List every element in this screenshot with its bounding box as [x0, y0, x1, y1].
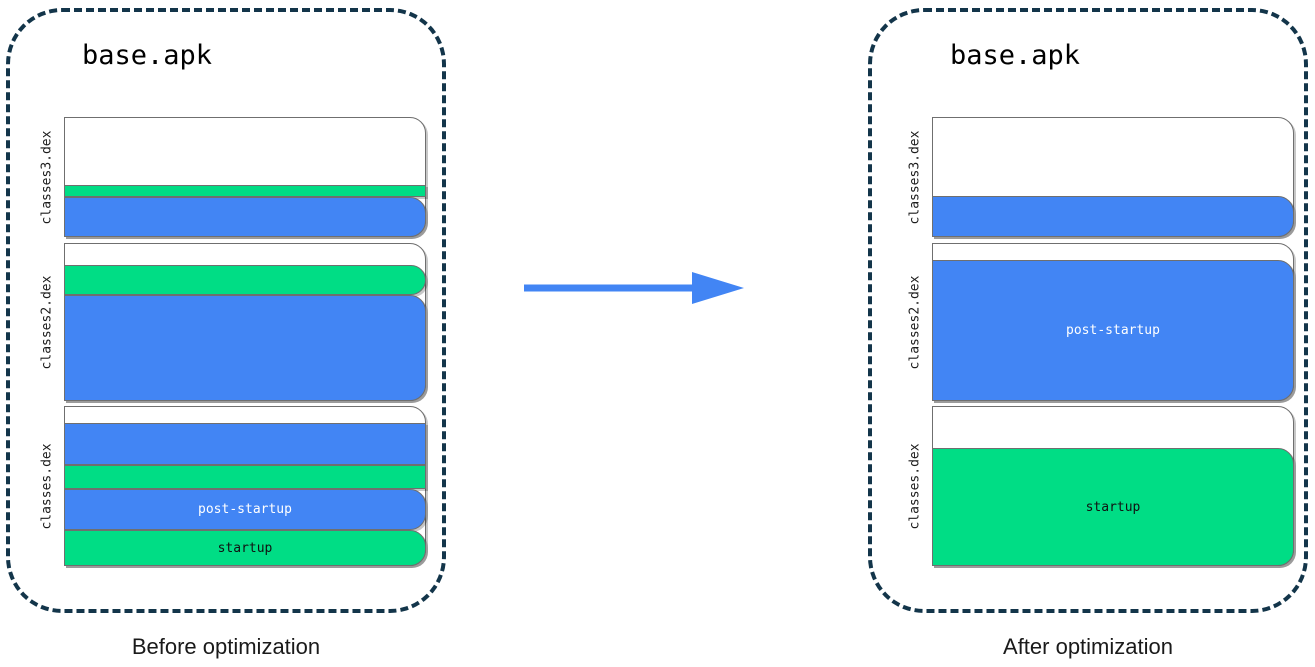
dex-segment-startup: startup [932, 448, 1294, 566]
dex-segment-startup [64, 265, 426, 295]
dex-segment-post-startup [64, 197, 426, 237]
dex-file-classes3-dex: classes3.dex [904, 117, 1294, 237]
dex-segment-startup [64, 465, 426, 489]
dex-segment-label: post-startup [1066, 323, 1160, 338]
apk-container-before: base.apk classes3.dex classes2.dex classes… [6, 8, 446, 613]
dex-label-classes-dex: classes.dex [36, 406, 58, 566]
dex-label-classes3-dex: classes3.dex [36, 117, 58, 237]
dex-label-text: classes.dex [39, 442, 55, 530]
dex-label-classes2-dex: classes2.dex [36, 243, 58, 401]
caption-before-optimization: Before optimization [131, 634, 321, 659]
dex-segment-label: post-startup [198, 502, 292, 517]
dex-label-text: classes2.dex [907, 275, 923, 369]
dex-segment-label: startup [217, 540, 273, 556]
dex-label-classes3-dex: classes3.dex [904, 117, 926, 237]
apk-title-after: base.apk [950, 40, 1081, 71]
dex-segment-post-startup [932, 196, 1294, 237]
dex-label-text: classes3.dex [907, 130, 923, 224]
dex-segment-label: startup [1085, 499, 1141, 515]
arrow-right-icon [524, 272, 744, 304]
dex-segment-startup [64, 185, 426, 197]
caption-after-optimization: After optimization [1003, 634, 1173, 659]
dex-label-text: classes3.dex [39, 130, 55, 224]
dex-segment-post-startup: post-startup [932, 260, 1294, 401]
dex-label-text: classes2.dex [39, 275, 55, 369]
dex-file-classes2-dex: classes2.dex post-startup [904, 243, 1294, 401]
dex-file-classes2-dex: classes2.dex [36, 243, 426, 401]
dex-label-classes-dex: classes.dex [904, 406, 926, 566]
dex-file-classes-dex: classes.dex startup [904, 406, 1294, 566]
dex-label-text: classes.dex [907, 442, 923, 530]
dex-segment-post-startup: post-startup [64, 489, 426, 530]
dex-segment-startup: startup [64, 530, 426, 566]
dex-segment-post-startup [64, 423, 426, 465]
dex-label-classes2-dex: classes2.dex [904, 243, 926, 401]
dex-file-classes-dex: classes.dex post-startup startup [36, 406, 426, 566]
apk-title-before: base.apk [82, 40, 213, 71]
dex-segment-post-startup [64, 295, 426, 401]
dex-file-classes3-dex: classes3.dex [36, 117, 426, 237]
apk-container-after: base.apk classes3.dex classes2.dex post-st… [868, 8, 1308, 613]
transform-arrow [520, 268, 750, 308]
